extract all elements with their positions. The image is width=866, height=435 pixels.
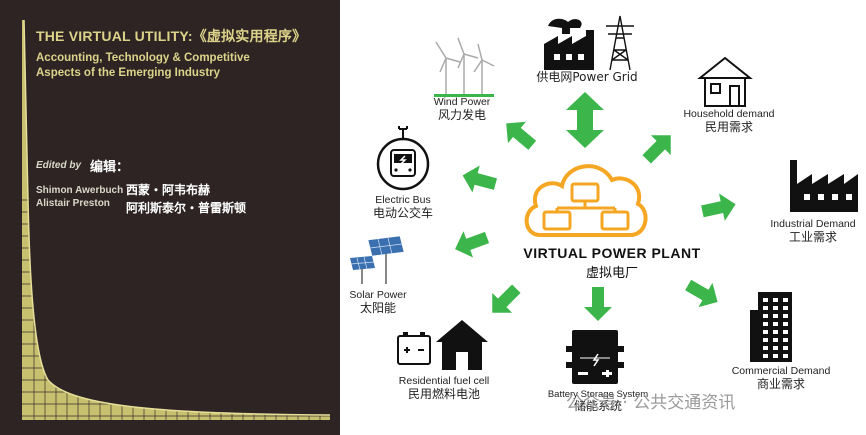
vpp-diagram: VIRTUAL POWER PLANT 虚拟电厂 供电网Power Grid W… — [340, 0, 866, 435]
author-2: Alistair Preston — [36, 198, 110, 209]
bus-label: Electric Bus 电动公交车 — [372, 194, 433, 220]
solar-panel-icon — [350, 235, 405, 284]
factory-tower-icon — [544, 15, 634, 71]
arrow-battery — [584, 287, 612, 321]
arrows-layer — [450, 92, 739, 323]
commercial-label: Commercial Demand 商业需求 — [731, 365, 831, 391]
arrow-fuel-cell — [482, 278, 527, 323]
arrow-bus — [458, 161, 500, 198]
fuel-cell-house-icon — [397, 320, 488, 370]
cover-curve-graphic — [22, 19, 331, 420]
author-1: Shimon Awerbuch — [36, 185, 124, 196]
arrow-solar — [450, 224, 492, 263]
battery-label: Battery Storage System 储能系统 — [547, 389, 649, 414]
industrial-building-icon — [790, 160, 858, 212]
power-grid-label: 供电网Power Grid — [536, 70, 638, 84]
wind-turbine-icon — [434, 37, 495, 97]
household-label: Household demand 民用需求 — [683, 108, 775, 134]
solar-label: Solar Power 太阳能 — [349, 289, 407, 315]
industrial-label: Industrial Demand 工业需求 — [770, 218, 856, 244]
author-1-cn: 西蒙・阿韦布赫 — [126, 183, 211, 197]
edited-by-label: Edited by — [36, 160, 82, 171]
wind-label: Wind Power 风力发电 — [433, 96, 491, 122]
electric-bus-icon — [376, 126, 430, 191]
author-2-cn: 阿利斯泰尔・普雷斯顿 — [126, 201, 247, 215]
office-building-icon — [750, 292, 792, 362]
vpp-cloud-icon — [524, 164, 648, 237]
house-icon — [697, 56, 753, 107]
battery-storage-icon — [566, 330, 624, 384]
book-subtitle-line2: Aspects of the Emerging Industry — [36, 67, 221, 79]
watermark: 公众号 · 公共交通资讯 — [566, 393, 736, 413]
book-subtitle-line1: Accounting, Technology & Competitive — [36, 52, 250, 64]
book-title: THE VIRTUAL UTILITY:《虚拟实用程序》 — [36, 28, 307, 44]
book-cover: THE VIRTUAL UTILITY:《虚拟实用程序》 Accounting,… — [0, 0, 340, 435]
arrow-power-grid — [566, 92, 604, 148]
vpp-label-en: VIRTUAL POWER PLANT — [523, 245, 701, 261]
edited-by-cn-label: 编辑： — [90, 160, 130, 175]
fuel-cell-label: Residential fuel cell 民用燃料电池 — [398, 375, 490, 401]
vpp-label-cn: 虚拟电厂 — [585, 266, 638, 281]
arrow-industrial — [699, 190, 739, 226]
